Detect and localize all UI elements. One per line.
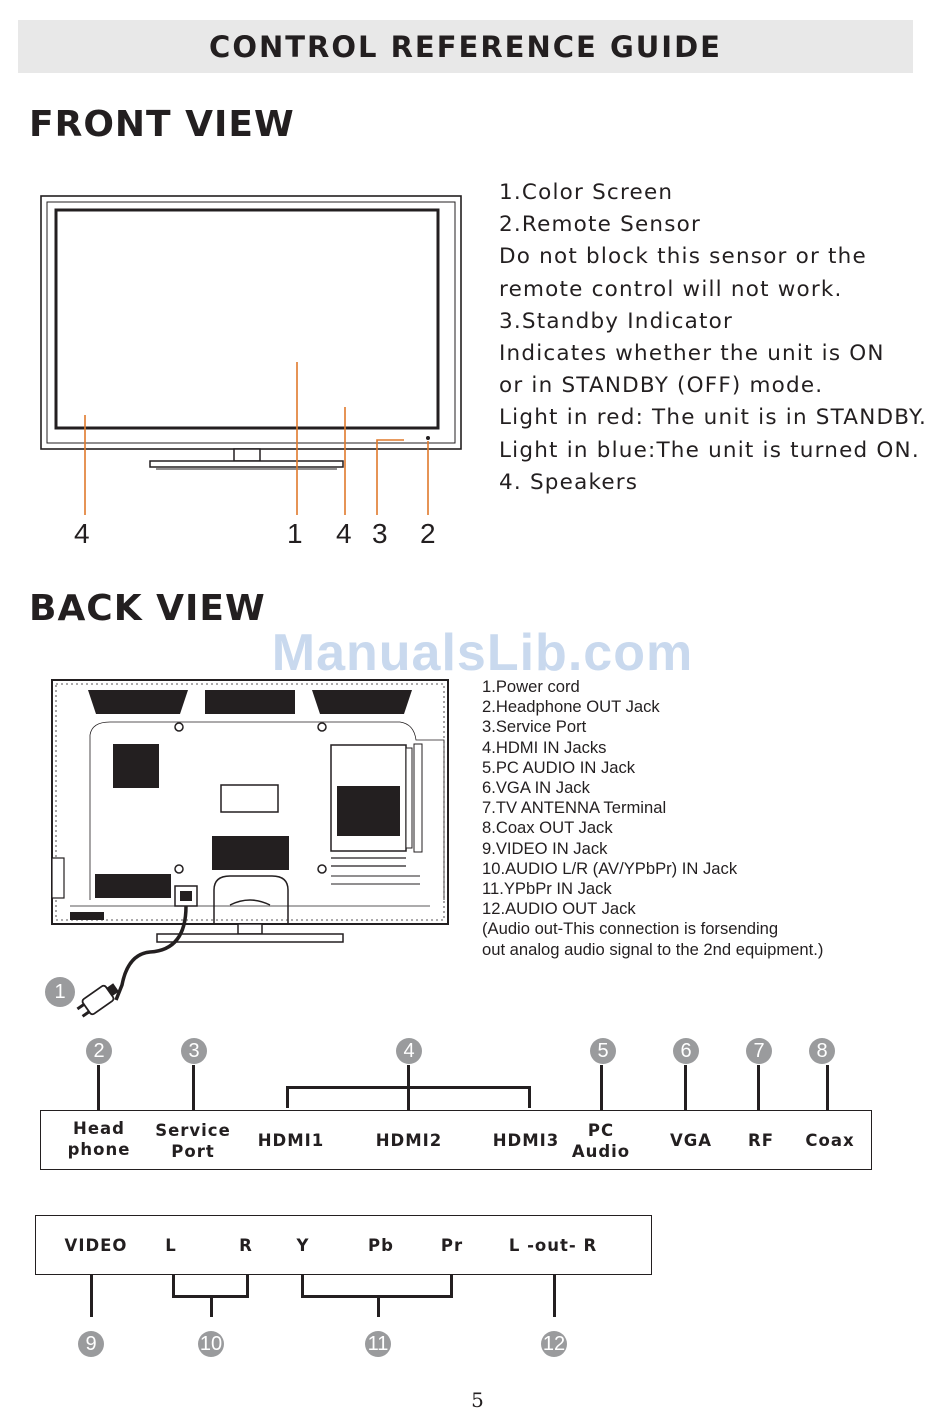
headphone-label-line2: phone bbox=[67, 1140, 131, 1159]
badge-4: 4 bbox=[396, 1038, 422, 1064]
hdmi1-label: HDMI1 bbox=[257, 1131, 325, 1150]
front-view-heading: FRONT VIEW bbox=[29, 104, 295, 145]
leader-9 bbox=[90, 1275, 93, 1317]
coax-label: Coax bbox=[805, 1131, 855, 1150]
page-title: CONTROL REFERENCE GUIDE bbox=[209, 29, 722, 64]
back-line: 5.PC AUDIO IN Jack bbox=[482, 757, 636, 777]
bracket-11-right bbox=[450, 1275, 453, 1297]
back-line: 4.HDMI IN Jacks bbox=[482, 737, 607, 757]
front-line: or in STANDBY (OFF) mode. bbox=[499, 373, 824, 399]
front-line: Indicates whether the unit is ON bbox=[499, 341, 885, 367]
power-cord-badge: 1 bbox=[45, 977, 75, 1007]
jack-panel-bottom: VIDEO L R Y Pb Pr L -out- R bbox=[35, 1215, 652, 1275]
back-line: 7.TV ANTENNA Terminal bbox=[482, 798, 667, 818]
back-view-heading: BACK VIEW bbox=[29, 588, 266, 629]
leader-2 bbox=[97, 1065, 100, 1111]
front-callout-1: 1 bbox=[287, 518, 303, 549]
back-tv-diagram bbox=[51, 679, 449, 1018]
hdmi-bracket bbox=[286, 1086, 531, 1089]
badge-2: 2 bbox=[86, 1038, 112, 1064]
front-line: Light in red: The unit is in STANDBY. bbox=[499, 405, 928, 431]
back-line: 9.VIDEO IN Jack bbox=[482, 838, 608, 858]
front-line: remote control will not work. bbox=[499, 276, 843, 302]
leader-7 bbox=[757, 1065, 760, 1111]
front-callout-2: 2 bbox=[420, 518, 436, 549]
badge-11: 11 bbox=[365, 1331, 391, 1357]
pr-label: Pr bbox=[440, 1236, 464, 1255]
front-line: 1.Color Screen bbox=[499, 180, 674, 205]
pc-audio-label-line1: PC bbox=[587, 1121, 615, 1140]
front-line: Light in blue:The unit is turned ON. bbox=[499, 437, 920, 463]
front-description: 1.Color Screen 2.Remote Sensor Do not bl… bbox=[499, 177, 939, 499]
jack-panel-top: Head phone Service Port HDMI1 HDMI2 HDMI… bbox=[40, 1110, 872, 1170]
service-port-label-line2: Port bbox=[171, 1142, 215, 1161]
front-tv-diagram bbox=[40, 195, 462, 515]
leader-5 bbox=[600, 1065, 603, 1111]
manualslib-watermark: ManualsLib.com bbox=[271, 624, 694, 682]
page-number: 5 bbox=[471, 1388, 484, 1412]
badge-10: 10 bbox=[198, 1331, 224, 1357]
back-line: 1.Power cord bbox=[482, 677, 580, 696]
audio-l-label: L bbox=[165, 1236, 177, 1255]
back-line: 10.AUDIO L/R (AV/YPbPr) IN Jack bbox=[482, 858, 738, 878]
leader-8 bbox=[826, 1065, 829, 1111]
rf-label: RF bbox=[748, 1131, 774, 1150]
leader-10 bbox=[210, 1295, 213, 1317]
headphone-label: Head phone bbox=[59, 1118, 139, 1160]
bracket-10-right bbox=[246, 1275, 249, 1297]
front-line: Do not block this sensor or the bbox=[499, 244, 867, 270]
back-description: 1.Power cord 2.Headphone OUT Jack 3.Serv… bbox=[482, 677, 902, 960]
badge-9: 9 bbox=[78, 1331, 104, 1357]
back-line: 2.Headphone OUT Jack bbox=[482, 697, 660, 717]
leader-6 bbox=[684, 1065, 687, 1111]
bracket-11-left bbox=[301, 1275, 304, 1297]
badge-3: 3 bbox=[181, 1038, 207, 1064]
badge-7: 7 bbox=[746, 1038, 772, 1064]
audio-out-label: L -out- R bbox=[508, 1236, 598, 1255]
back-line: 11.YPbPr IN Jack bbox=[482, 879, 612, 899]
back-line: 6.VGA IN Jack bbox=[482, 778, 590, 798]
leader-11 bbox=[377, 1295, 380, 1317]
leader-12 bbox=[553, 1275, 556, 1317]
back-line: 3.Service Port bbox=[482, 717, 587, 737]
front-callout-4-right: 4 bbox=[336, 518, 352, 549]
hdmi-bracket-left bbox=[286, 1086, 289, 1108]
badge-6: 6 bbox=[673, 1038, 699, 1064]
back-line: (Audio out-This connection is forsending bbox=[482, 919, 779, 939]
front-callout-3: 3 bbox=[372, 518, 388, 549]
front-callout-4-left: 4 bbox=[74, 518, 90, 549]
headphone-label-line1: Head bbox=[73, 1119, 125, 1138]
service-port-label-line1: Service bbox=[155, 1121, 231, 1140]
badge-12: 12 bbox=[541, 1331, 567, 1357]
bracket-10-left bbox=[172, 1275, 175, 1297]
badge-8: 8 bbox=[809, 1038, 835, 1064]
hdmi2-label: HDMI2 bbox=[375, 1131, 443, 1150]
pc-audio-label-line2: Audio bbox=[571, 1142, 631, 1161]
title-bar: CONTROL REFERENCE GUIDE bbox=[18, 20, 913, 73]
leader-3 bbox=[192, 1065, 195, 1111]
front-line: 2.Remote Sensor bbox=[499, 212, 701, 238]
vga-label: VGA bbox=[669, 1131, 713, 1150]
service-port-label: Service Port bbox=[151, 1120, 235, 1162]
back-line: 12.AUDIO OUT Jack bbox=[482, 899, 636, 919]
audio-r-label: R bbox=[239, 1236, 253, 1255]
badge-5: 5 bbox=[590, 1038, 616, 1064]
hdmi-bracket-right bbox=[528, 1086, 531, 1108]
hdmi3-label: HDMI3 bbox=[492, 1131, 560, 1150]
pc-audio-label: PC Audio bbox=[561, 1120, 641, 1162]
back-line: out analog audio signal to the 2nd equip… bbox=[482, 939, 824, 959]
front-line: 4. Speakers bbox=[499, 469, 639, 495]
y-label: Y bbox=[296, 1236, 310, 1255]
video-label: VIDEO bbox=[64, 1236, 128, 1255]
front-line: 3.Standby Indicator bbox=[499, 308, 734, 334]
back-line: 8.Coax OUT Jack bbox=[482, 818, 613, 838]
pb-label: Pb bbox=[368, 1236, 394, 1255]
